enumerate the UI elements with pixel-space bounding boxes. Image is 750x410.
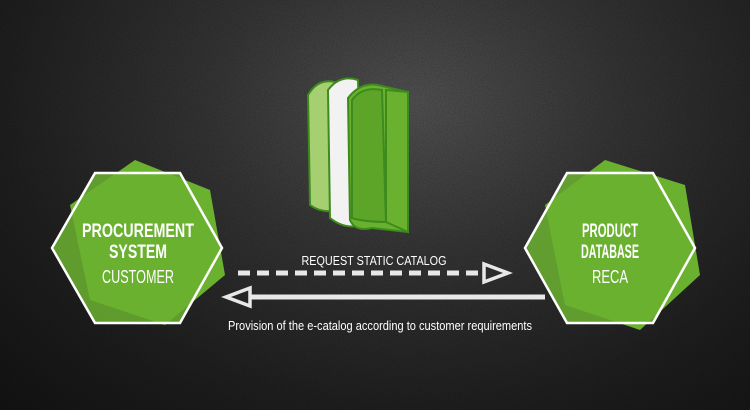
left-node-title-1: PROCUREMENT [82, 221, 194, 242]
right-hexagon-outline [523, 171, 697, 325]
response-arrowhead-icon [221, 285, 252, 309]
books-icon [306, 77, 409, 234]
left-node-title-2: SYSTEM [109, 242, 167, 263]
right-node-title-2: DATABASE [581, 242, 639, 263]
request-arrow-label: REQUEST STATIC CATALOG [302, 253, 447, 268]
left-hexagon-outline [50, 171, 224, 325]
request-arrowhead-icon [482, 261, 513, 285]
right-node-subtitle: RECA [592, 267, 628, 287]
product-database-node: PRODUCT DATABASE RECA [523, 160, 700, 330]
right-node-title-1: PRODUCT [582, 221, 638, 242]
response-arrow-label: Provision of the e-catalog according to … [228, 318, 532, 333]
left-node-subtitle: CUSTOMER [102, 267, 174, 287]
response-arrow: Provision of the e-catalog according to … [221, 285, 545, 333]
procurement-system-node: PROCUREMENT SYSTEM CUSTOMER [50, 160, 225, 325]
request-arrow: REQUEST STATIC CATALOG [238, 253, 513, 285]
